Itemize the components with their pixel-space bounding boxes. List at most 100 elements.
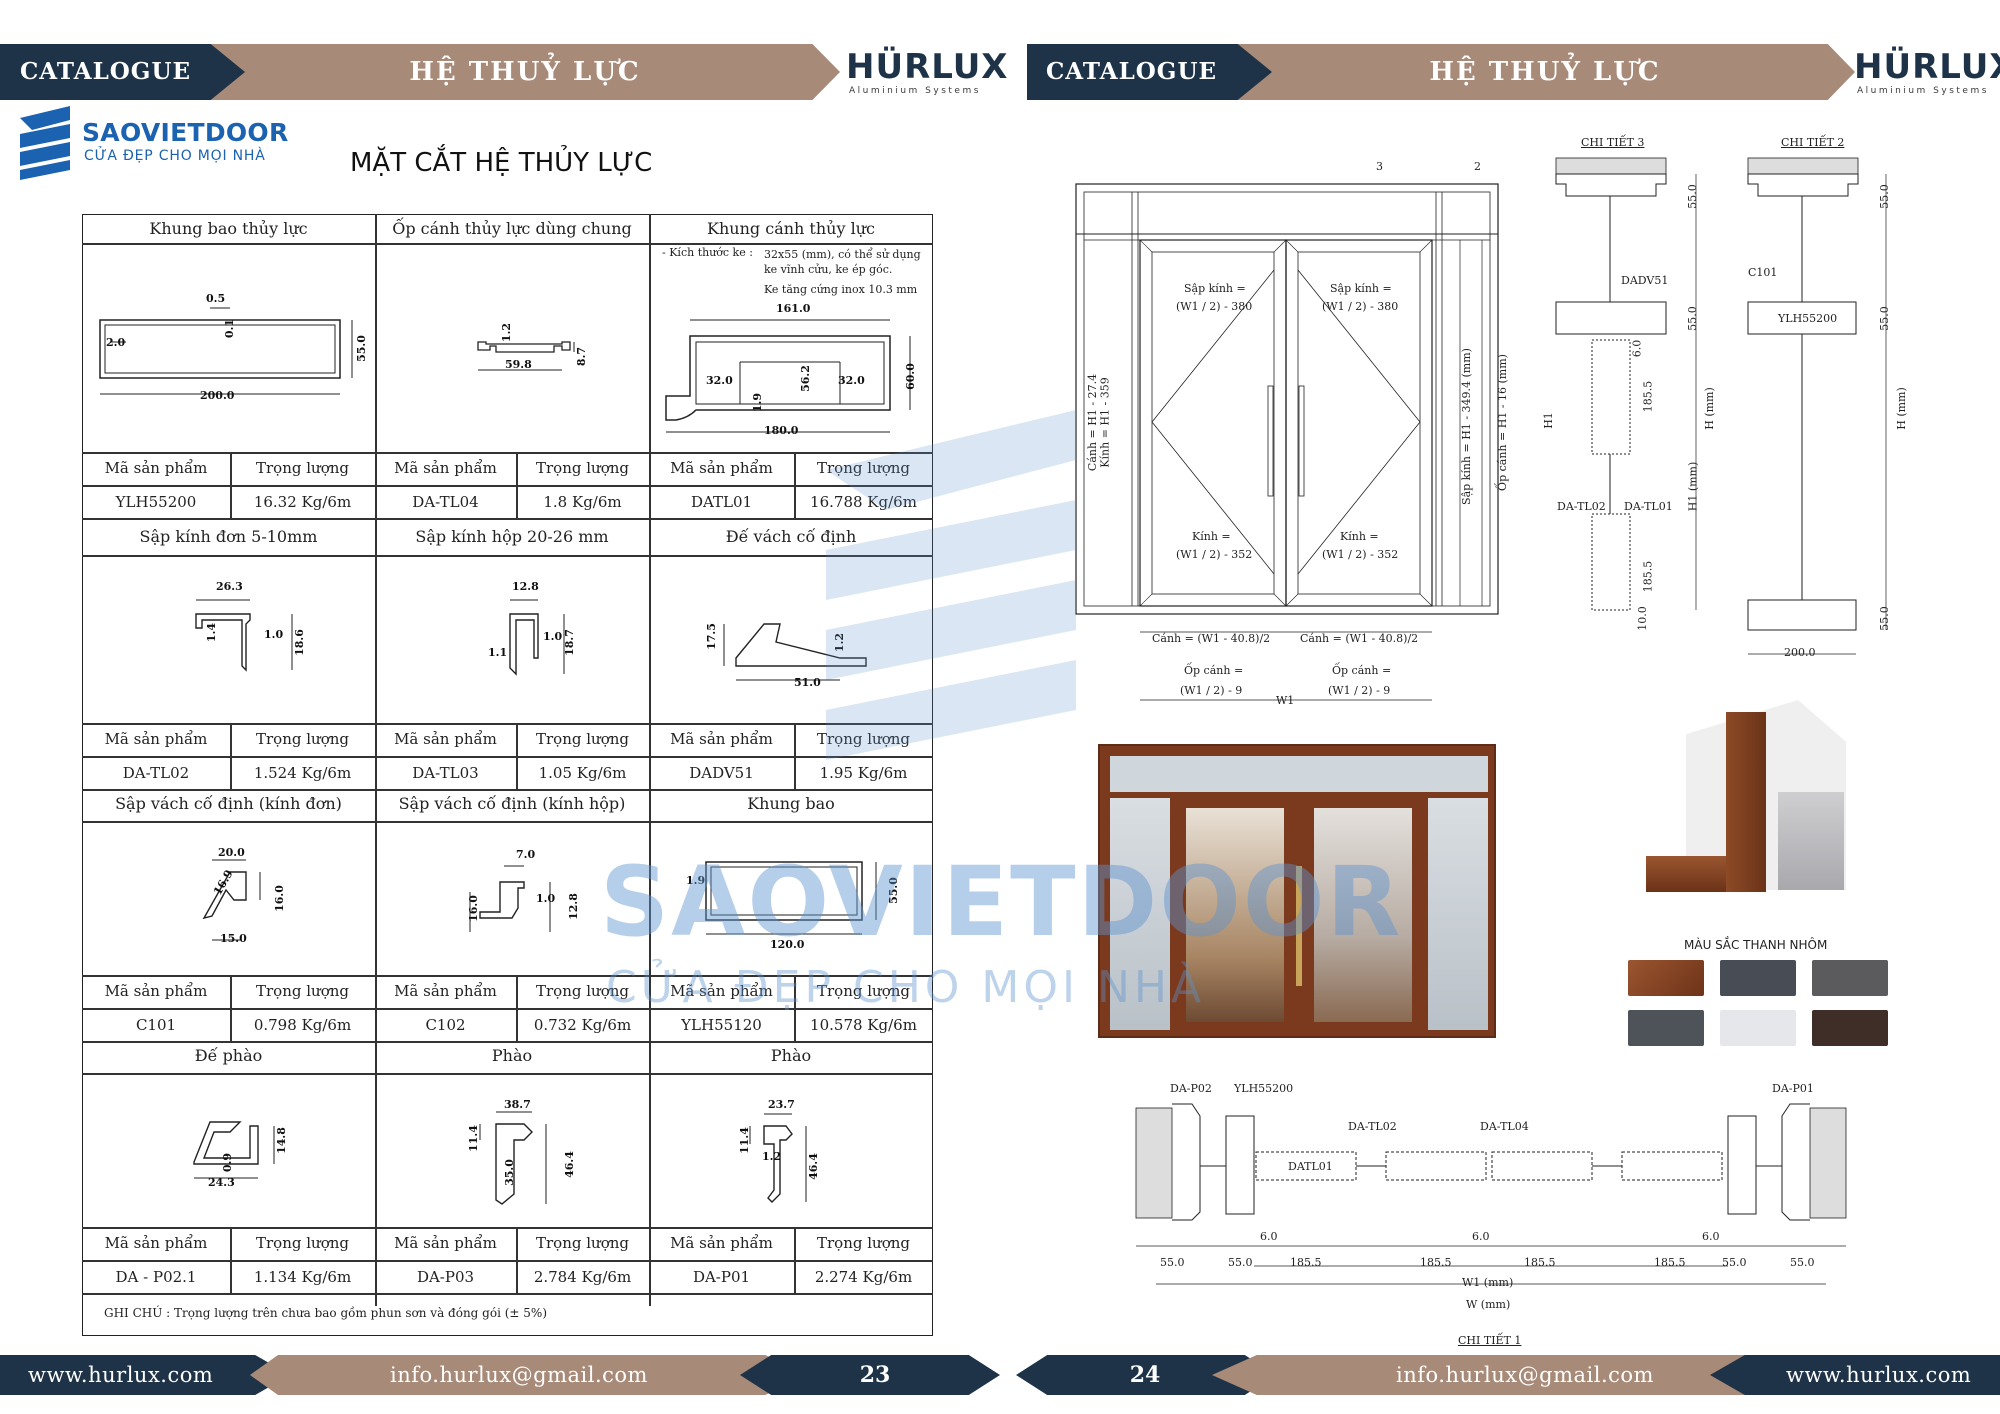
detail3-dim: 55.0 xyxy=(1685,184,1699,209)
dim-label: 59.8 xyxy=(505,358,532,371)
dim-label: 8.7 xyxy=(575,346,589,367)
detail3-dim: 55.0 xyxy=(1685,306,1699,331)
product-weight: 0.732 Kg/6m xyxy=(533,1016,632,1034)
weight-label: Trọng lượng xyxy=(256,1234,349,1252)
weight-label: Trọng lượng xyxy=(794,459,933,477)
table-row-line xyxy=(82,1293,933,1295)
detail2-dim: 55.0 xyxy=(1877,606,1891,631)
detail2-dim: 55.0 xyxy=(1877,306,1891,331)
profile-drawing-ylh55200 xyxy=(99,307,353,395)
dim-label: 32.0 xyxy=(838,374,865,387)
color-swatch xyxy=(1628,1010,1704,1046)
product-code: DATL01 xyxy=(690,493,753,511)
detail3-label-da-tl02: DA-TL02 xyxy=(1557,500,1606,513)
dim-label: 1.9 xyxy=(751,392,765,413)
detail1-dim: 6.0 xyxy=(1472,1230,1490,1243)
detail3-h-label: H (mm) xyxy=(1702,387,1716,430)
dim-label: 16.0 xyxy=(466,895,480,922)
footer-right-email-band xyxy=(1212,1355,1772,1395)
product-code: C102 xyxy=(425,1016,466,1034)
detail3-label-da-tl01: DA-TL01 xyxy=(1624,500,1673,513)
detail-title: CHI TIẾT 2 xyxy=(1781,136,1845,149)
dim-label: 180.0 xyxy=(764,424,799,437)
product-code: YLH55120 xyxy=(681,1016,762,1034)
footer-right-website-band xyxy=(1710,1355,2000,1395)
table-footnote: GHI CHÚ : Trọng lượng trên chưa bao gồm … xyxy=(104,1306,547,1320)
weight-label: Trọng lượng xyxy=(256,982,349,1000)
dim-label: 1.9 xyxy=(686,874,706,887)
code-label: Mã sản phẩm xyxy=(394,459,497,477)
detail1-dim: 185.5 xyxy=(1420,1256,1452,1269)
dim-label: 51.0 xyxy=(794,676,821,689)
dim-label: 1.2 xyxy=(762,1150,782,1163)
note-line: ke vĩnh cửu, ke ép góc. xyxy=(764,263,893,276)
product-weight: 1.134 Kg/6m xyxy=(253,1268,352,1286)
product-weight: 2.274 Kg/6m xyxy=(814,1268,913,1286)
product-weight: 16.32 Kg/6m xyxy=(253,493,352,511)
table-row-line xyxy=(82,243,933,245)
dim-label: 23.7 xyxy=(768,1098,795,1111)
glass-height-label: Kính = H1 - 359 xyxy=(1098,377,1112,468)
product-code: DA - P02.1 xyxy=(115,1268,197,1286)
footer-email-left[interactable]: info.hurlux@gmail.com xyxy=(390,1363,648,1387)
footer-website-left[interactable]: www.hurlux.com xyxy=(28,1363,214,1387)
dim-label: 32.0 xyxy=(706,374,733,387)
page-title: MẶT CẮT HỆ THỦY LỰC xyxy=(350,148,653,178)
dim-label: 0.1 xyxy=(223,318,237,339)
detail1-label: DA-P02 xyxy=(1170,1082,1212,1095)
header-band-right xyxy=(1175,44,1855,100)
product-weight: 1.8 Kg/6m xyxy=(543,493,622,511)
logo-name: SAOVIETDOOR xyxy=(82,118,289,147)
dim-label: 18.6 xyxy=(292,629,306,656)
color-swatch xyxy=(1720,1010,1796,1046)
dim-label: 0.5 xyxy=(206,292,226,305)
detail1-w-label: W (mm) xyxy=(1466,1298,1511,1311)
table-row-line xyxy=(82,485,933,487)
detail1-dim: 185.5 xyxy=(1654,1256,1686,1269)
footer-left-website-band xyxy=(0,1355,290,1395)
profile-drawing-da-tl04 xyxy=(477,341,575,371)
product-title: Sập vách cố định (kính hộp) xyxy=(398,794,626,813)
table-row-line xyxy=(82,821,933,823)
table-row-line xyxy=(82,518,933,520)
dim-label: 1.1 xyxy=(488,646,508,659)
header-catalogue-tab-left xyxy=(0,44,245,100)
weight-label: Trọng lượng xyxy=(536,730,629,748)
dim-label: 1.0 xyxy=(264,628,284,641)
dim-label: 46.4 xyxy=(562,1151,576,1178)
footer-email-right[interactable]: info.hurlux@gmail.com xyxy=(1396,1363,1654,1387)
footer-website-right[interactable]: www.hurlux.com xyxy=(1786,1363,1972,1387)
dim-label: 14.8 xyxy=(274,1127,288,1154)
profile-drawing-datl01 xyxy=(665,319,911,433)
glass-cover-height-label: Sập kính = H1 - 349.4 (mm) xyxy=(1459,348,1473,505)
detail1-dim: 55.0 xyxy=(1228,1256,1253,1269)
header-catalogue-tab-right xyxy=(1027,44,1272,100)
detail-title: CHI TIẾT 3 xyxy=(1581,136,1645,149)
profile-drawing-da-tl02 xyxy=(195,599,293,672)
product-weight: 2.784 Kg/6m xyxy=(533,1268,632,1286)
cover-height-label: Ốp cánh = H1 - 16 (mm) xyxy=(1495,354,1509,491)
profile-drawing-da-tl03 xyxy=(509,599,565,676)
product-title: Sập kính hộp 20-26 mm xyxy=(415,527,609,546)
product-weight: 0.798 Kg/6m xyxy=(253,1016,352,1034)
glass-top-label: Sập kính = xyxy=(1330,282,1392,295)
profile-table xyxy=(82,214,933,1336)
note-line: Ke tăng cứng inox 10.3 mm xyxy=(764,283,918,296)
detail2-h-label: H (mm) xyxy=(1894,387,1908,430)
w1-label: W1 xyxy=(1276,694,1295,707)
catalogue-label-right: CATALOGUE xyxy=(1046,58,1218,85)
weight-label: Trọng lượng xyxy=(536,982,629,1000)
weight-label: Trọng lượng xyxy=(256,730,349,748)
dim-label: 38.7 xyxy=(504,1098,531,1111)
product-weight: 10.578 Kg/6m xyxy=(810,1016,917,1034)
table-row-line xyxy=(82,555,933,557)
table-row-line xyxy=(82,756,933,758)
detail1-dim: 55.0 xyxy=(1160,1256,1185,1269)
page-number-right: 24 xyxy=(1129,1362,1161,1388)
cover-width-label: Ốp cánh = xyxy=(1184,664,1244,677)
product-code: DA-TL04 xyxy=(412,493,479,511)
dim-label: 1.4 xyxy=(205,622,219,643)
detail3-dim: 185.5 xyxy=(1641,380,1655,413)
table-row-line xyxy=(82,1073,933,1075)
detail1-dim: 55.0 xyxy=(1722,1256,1747,1269)
